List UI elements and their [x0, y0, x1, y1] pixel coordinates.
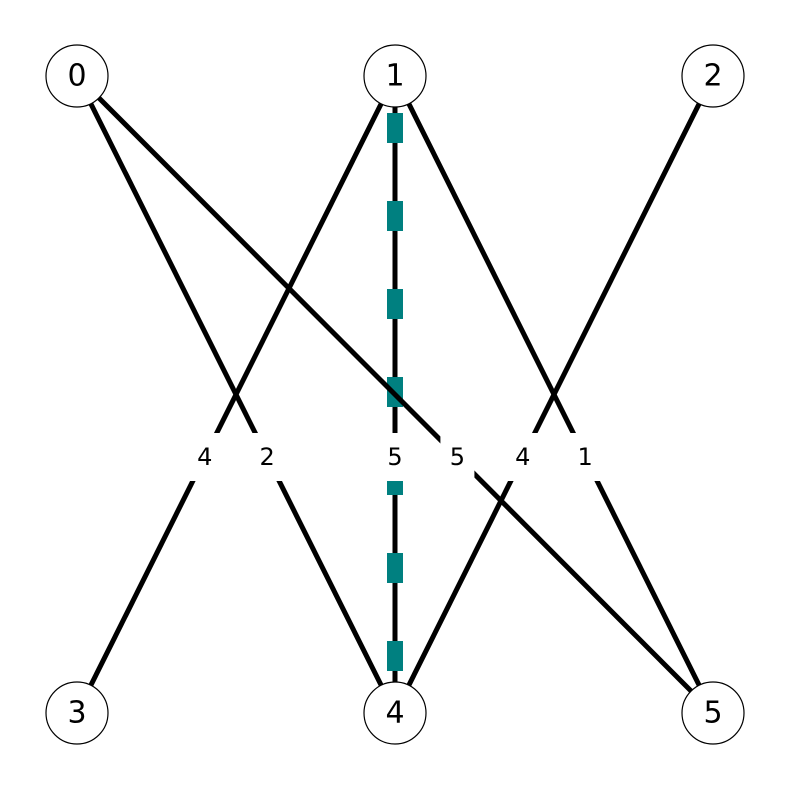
node-circle — [681, 44, 745, 108]
node-2: 2 — [681, 44, 745, 108]
edge-weight-text: 2 — [260, 443, 275, 471]
edge-weight-label: 1 — [568, 433, 603, 481]
edge-weight-label-background — [250, 433, 285, 481]
edge-weight-label-background — [378, 433, 412, 481]
nodes-layer: 0 1 2 3 4 5 — [45, 44, 745, 745]
node-label: 4 — [385, 696, 404, 731]
edge-weight-text: 4 — [515, 443, 530, 471]
node-5: 5 — [681, 681, 745, 745]
edge-0-4 — [74, 74, 398, 715]
node-label: 2 — [703, 59, 722, 94]
edge-1-5 — [392, 74, 716, 715]
edge-weight-label: 5 — [440, 433, 475, 481]
node-label: 3 — [67, 696, 86, 731]
edge-weight-label-background — [568, 433, 603, 481]
edge-weight-text: 4 — [197, 443, 212, 471]
node-3: 3 — [45, 681, 109, 745]
edges-layer — [74, 74, 716, 715]
node-0: 0 — [45, 44, 109, 108]
edge-weight-label-background — [440, 433, 475, 481]
edge-weight-label-background — [187, 433, 222, 481]
node-circle — [45, 681, 109, 745]
edge-weight-label-background — [505, 433, 540, 481]
edge-0-5 — [75, 74, 715, 715]
node-label: 0 — [67, 59, 86, 94]
edge-weight-label: 5 — [378, 433, 412, 481]
node-circle — [363, 44, 427, 108]
edge-weight-text: 1 — [578, 443, 593, 471]
node-circle — [45, 44, 109, 108]
edge-weight-label: 2 — [250, 433, 285, 481]
node-4: 4 — [363, 681, 427, 745]
node-1: 1 — [363, 44, 427, 108]
edge-weight-text: 5 — [450, 443, 465, 471]
edge-weight-label: 4 — [187, 433, 222, 481]
node-label: 5 — [703, 696, 722, 731]
node-label: 1 — [385, 59, 404, 94]
node-circle — [363, 681, 427, 745]
edge-weight-label: 4 — [505, 433, 540, 481]
edge-weight-labels: 4 2 5 5 4 1 — [187, 433, 603, 481]
edge-weight-text: 5 — [387, 443, 402, 471]
node-circle — [681, 681, 745, 745]
